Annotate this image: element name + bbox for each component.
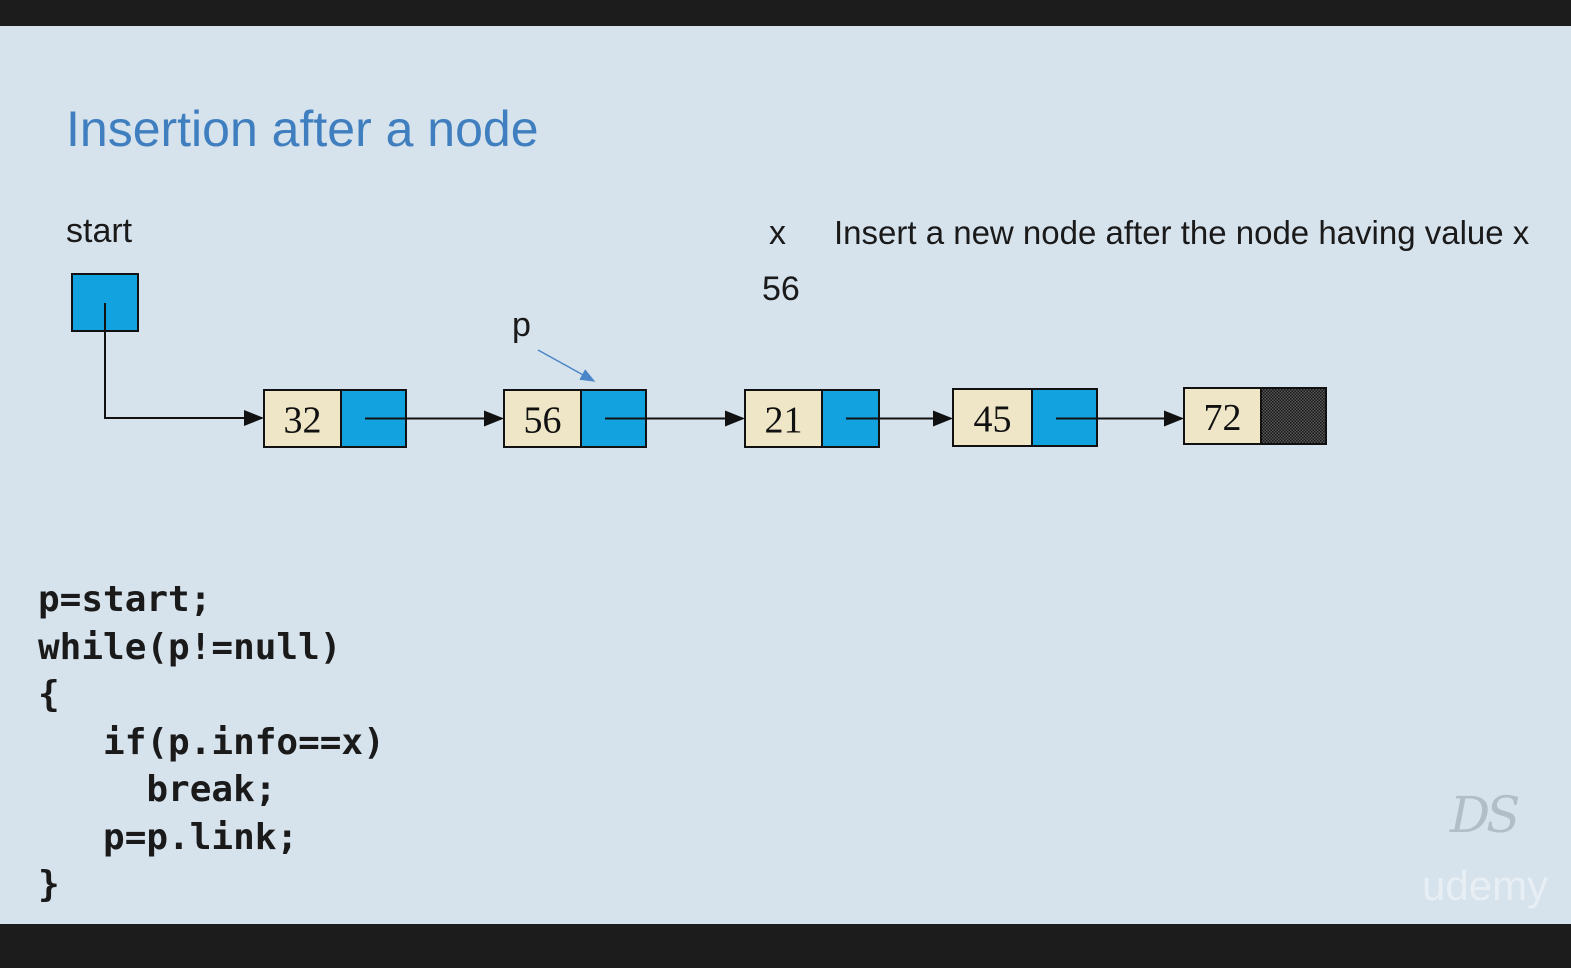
code-line: p=p.link; <box>38 816 299 858</box>
code-block: p=start; while(p!=null) { if(p.info==x) br… <box>38 576 385 909</box>
node-info-cell <box>1183 387 1262 445</box>
p-pointer-arrow <box>537 349 596 382</box>
list-node: 72 <box>1183 387 1327 445</box>
instruction-text: Insert a new node after the node having … <box>834 214 1530 251</box>
start-arrow <box>104 303 264 426</box>
code-line: { <box>38 674 60 715</box>
code-line: } <box>38 864 60 905</box>
node-info-value: 72 <box>1204 397 1242 439</box>
ds-logo-watermark: DS <box>1450 786 1520 844</box>
code-line: break; <box>38 769 277 810</box>
node-info-value: 32 <box>284 400 322 442</box>
node-info-cell <box>503 389 582 448</box>
list-node: 45 <box>952 388 1098 447</box>
linked-list-diagram: 32 56 21 45 72 <box>71 273 1327 448</box>
node-info-value: 56 <box>524 400 562 442</box>
node-info-cell <box>263 389 342 448</box>
node-info-value: 21 <box>765 400 803 442</box>
video-letterbox-bottom <box>0 924 1571 968</box>
node-info-value: 45 <box>974 399 1012 441</box>
node-info-cell <box>952 388 1033 447</box>
slide-title: Insertion after a node <box>66 101 539 157</box>
p-pointer-label: p <box>512 306 531 344</box>
x-label: x <box>769 214 786 252</box>
code-line: while(p!=null) <box>38 626 342 668</box>
list-node: 21 <box>744 389 880 448</box>
x-value: 56 <box>762 270 800 308</box>
code-line: if(p.info==x) <box>38 721 385 763</box>
node-null-link-cell <box>1260 387 1327 445</box>
udemy-watermark: udemy <box>1422 862 1549 909</box>
video-letterbox-top <box>0 0 1571 26</box>
code-line: p=start; <box>38 579 212 620</box>
slide: Insertion after a node start x Insert a … <box>0 26 1571 924</box>
start-label: start <box>66 212 133 250</box>
